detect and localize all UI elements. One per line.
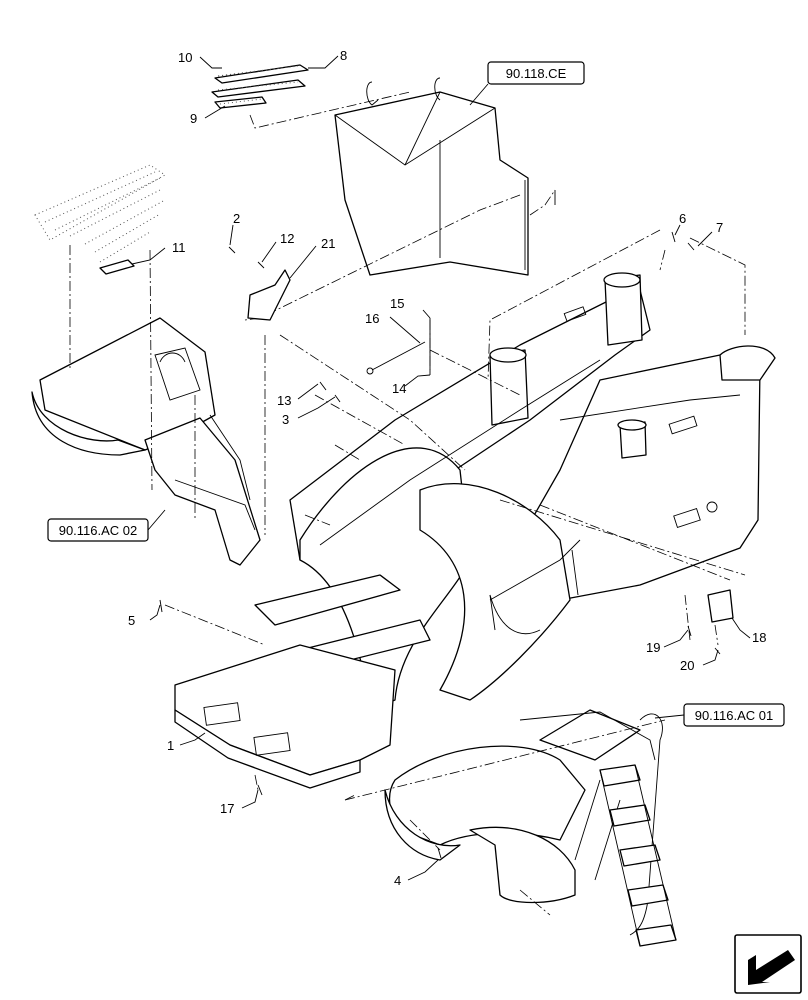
callout-3: 3 xyxy=(282,412,289,427)
callout-11: 11 xyxy=(172,240,186,255)
ref-box-90118ce[interactable]: 90.118.CE xyxy=(487,61,585,85)
callout-18: 18 xyxy=(752,630,766,645)
callout-14: 14 xyxy=(392,381,406,396)
guard-assembly xyxy=(334,77,529,276)
ref-label-90116ac02: 90.116.AC 02 xyxy=(59,523,138,538)
hardware xyxy=(159,190,721,859)
callout-9: 9 xyxy=(190,111,197,126)
callout-16: 16 xyxy=(365,311,379,326)
callout-4: 4 xyxy=(394,873,401,888)
arrow-icon[interactable] xyxy=(734,934,802,994)
callout-7: 7 xyxy=(716,220,723,235)
callout-21: 21 xyxy=(321,236,335,251)
callout-2: 2 xyxy=(233,211,240,226)
main-frame xyxy=(174,272,776,789)
left-fender-assembly xyxy=(31,317,261,566)
right-step-assembly xyxy=(384,709,677,947)
callout-5: 5 xyxy=(128,613,135,628)
callouts: 10 8 9 11 2 12 21 15 16 14 13 3 6 7 5 1 … xyxy=(128,48,766,888)
callout-6: 6 xyxy=(679,211,686,226)
floor-mat xyxy=(34,164,166,275)
callout-20: 20 xyxy=(680,658,694,673)
callout-15: 15 xyxy=(390,296,404,311)
callout-17: 17 xyxy=(220,801,234,816)
strip-parts xyxy=(211,64,309,109)
ref-label-90116ac01: 90.116.AC 01 xyxy=(695,708,774,723)
callout-8: 8 xyxy=(340,48,347,63)
callout-leaders xyxy=(131,55,751,881)
callout-13: 13 xyxy=(277,393,291,408)
callout-12: 12 xyxy=(280,231,294,246)
callout-19: 19 xyxy=(646,640,660,655)
callout-1: 1 xyxy=(167,738,174,753)
callout-10: 10 xyxy=(178,50,192,65)
ref-box-90116ac02[interactable]: 90.116.AC 02 xyxy=(47,518,149,542)
step-treads xyxy=(599,764,677,947)
ref-box-90116ac01[interactable]: 90.116.AC 01 xyxy=(683,703,785,727)
ref-label-90118ce: 90.118.CE xyxy=(506,66,567,81)
